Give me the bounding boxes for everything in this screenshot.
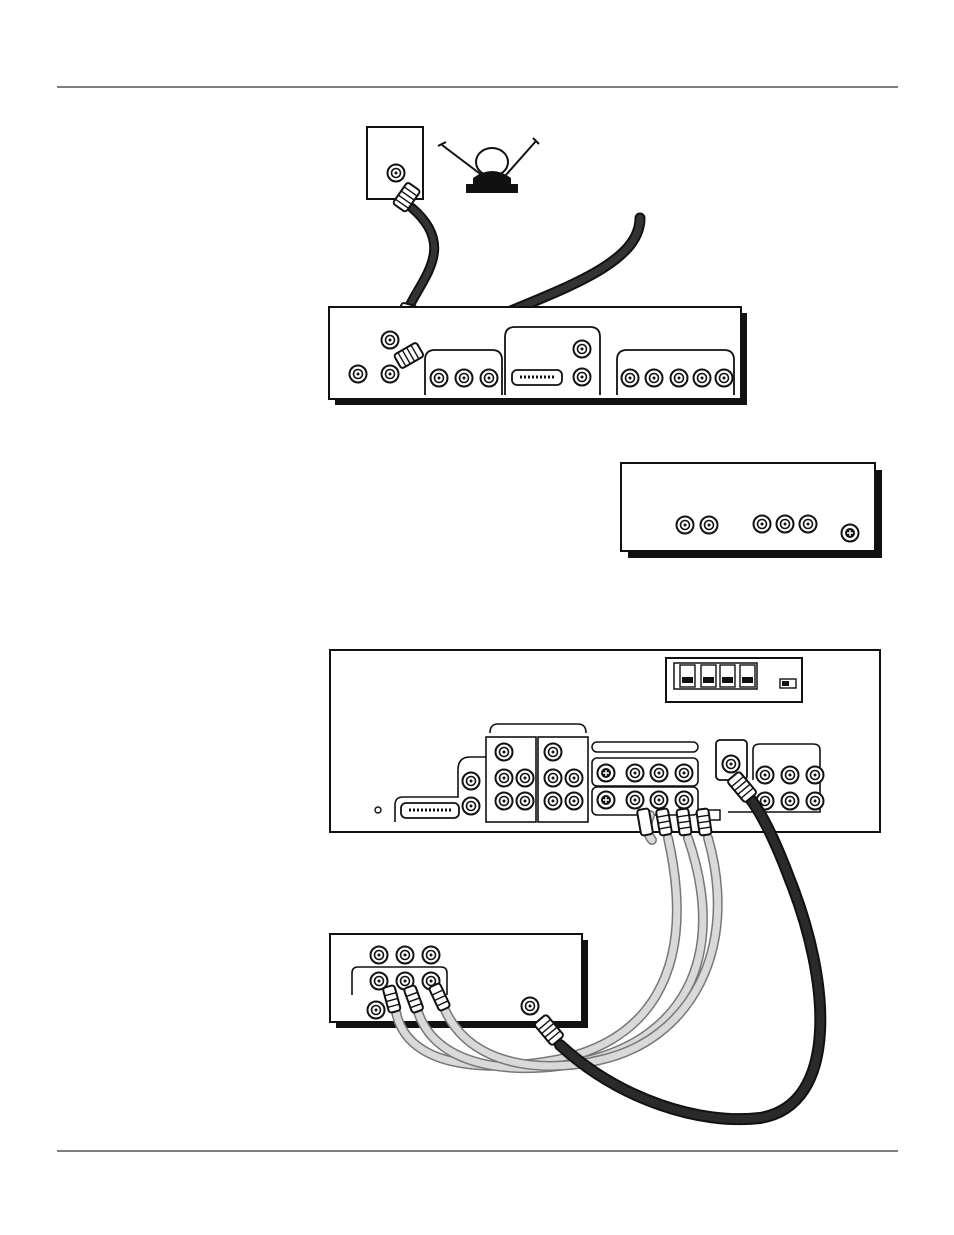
tv-rear-panel	[330, 650, 880, 832]
rabbit-ear-antenna-icon	[438, 138, 539, 193]
small-device-rear-panel	[621, 463, 882, 558]
vcr-rear-panel	[330, 934, 588, 1028]
cable-wall-to-source	[410, 208, 434, 305]
rca-plugs-vcr	[383, 983, 451, 1014]
source-device-rear-panel	[329, 307, 747, 405]
